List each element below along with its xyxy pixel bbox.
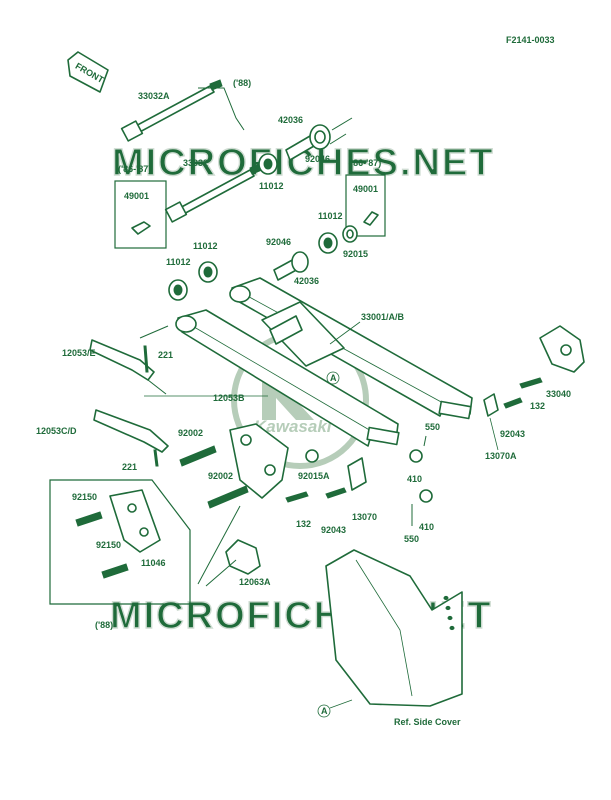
ref-a-top: A [330,373,337,383]
swingarm-33001 [175,277,473,447]
label-92002-mid: 92002 [208,471,233,481]
label-49001-left: 49001 [124,191,149,201]
label-12063A: 12063A [239,577,271,587]
bearing-11012-b [318,232,338,254]
bolt-92150-a [75,511,103,527]
label-11012-c: 11012 [193,241,218,251]
label-410-bot: 410 [419,522,434,532]
washer-410-top [409,449,423,463]
guide-12063A [225,539,261,575]
label-550-bot: 550 [404,534,419,544]
label-88-top: ('88) [233,78,251,88]
seal-92015 [342,225,358,243]
label-12053E: 12053/E [62,348,96,358]
label-92002-top: 92002 [178,428,203,438]
label-92015A: 92015A [298,471,330,481]
front-arrow-icon: FRONT [67,51,109,93]
label-410-top: 410 [407,474,422,484]
collar-42036-top [285,124,331,161]
label-92150-b: 92150 [96,540,121,550]
label-86-87-right: ('86-'87) [348,158,381,168]
label-11046: 11046 [141,558,166,568]
plate-11046 [109,489,161,553]
box-86-87-left [114,180,167,249]
label-92043-right: 92043 [500,429,525,439]
ref-a-bottom: A [321,706,328,716]
chain-slider-12053CD [93,409,169,453]
pivot-shaft-88 [120,79,223,142]
nut-92015A [305,449,319,463]
label-11012-b: 11012 [318,211,343,221]
bolt-92043-right [503,397,523,409]
label-86-87-left: ('86-'87) [118,164,151,174]
chain-adjuster-33040 [539,325,585,373]
label-13070A: 13070A [485,451,517,461]
bolt-92002-mid [207,485,249,509]
bolt-221-top [143,345,149,373]
label-11012-a: 11012 [259,181,284,191]
label-92046-top: 92046 [305,154,330,164]
label-550-top: 550 [425,422,440,432]
end-cap-13070 [347,457,367,491]
bolt-92002-top [179,445,217,467]
bolt-92150-b [101,563,129,579]
leader-88-top [198,87,245,131]
label-13070: 13070 [352,512,377,522]
side-cover-slots [443,595,455,631]
box-86-87-right [345,174,386,237]
collar-92046-mid [273,251,309,281]
label-221-top: 221 [158,350,173,360]
end-cap-13070A [483,393,499,417]
bolt-92043-mid [325,487,347,499]
label-132-right: 132 [530,401,545,411]
label-33040: 33040 [546,389,571,399]
label-11012-d: 11012 [166,257,191,267]
label-92046-mid: 92046 [266,237,291,247]
label-92015: 92015 [343,249,368,259]
label-12053B: 12053B [213,393,245,403]
label-88-bottom: ('88) [95,620,113,630]
bolt-221-bot [153,449,159,467]
label-92150-a: 92150 [72,492,97,502]
bolt-132-mid [285,491,309,503]
bearing-11012-c [198,261,218,283]
label-132-mid: 132 [296,519,311,529]
grease-nipple-left [131,221,151,235]
label-33032A: 33032A [138,91,170,101]
logo-wordmark: Kawasaki [254,417,333,436]
label-33032: 33032 [183,158,208,168]
label-33001: 33001/A/B [361,312,405,322]
washer-410-bot [419,489,433,503]
ref-side-cover-label: Ref. Side Cover [394,717,461,727]
label-12053CD: 12053C/D [36,426,77,436]
side-cover-ref [325,549,463,707]
figure-code: F2141-0033 [506,35,555,45]
grease-nipple-right [363,211,379,226]
label-92043-mid: 92043 [321,525,346,535]
label-42036-mid: 42036 [294,276,319,286]
bolt-132-right [519,377,543,389]
box-88-bottom [49,479,191,605]
label-221-bot: 221 [122,462,137,472]
chain-guide-body [229,423,289,499]
label-42036-top: 42036 [278,115,303,125]
bearing-11012-a [258,153,278,175]
bearing-11012-d [168,279,188,301]
label-49001-right: 49001 [353,184,378,194]
